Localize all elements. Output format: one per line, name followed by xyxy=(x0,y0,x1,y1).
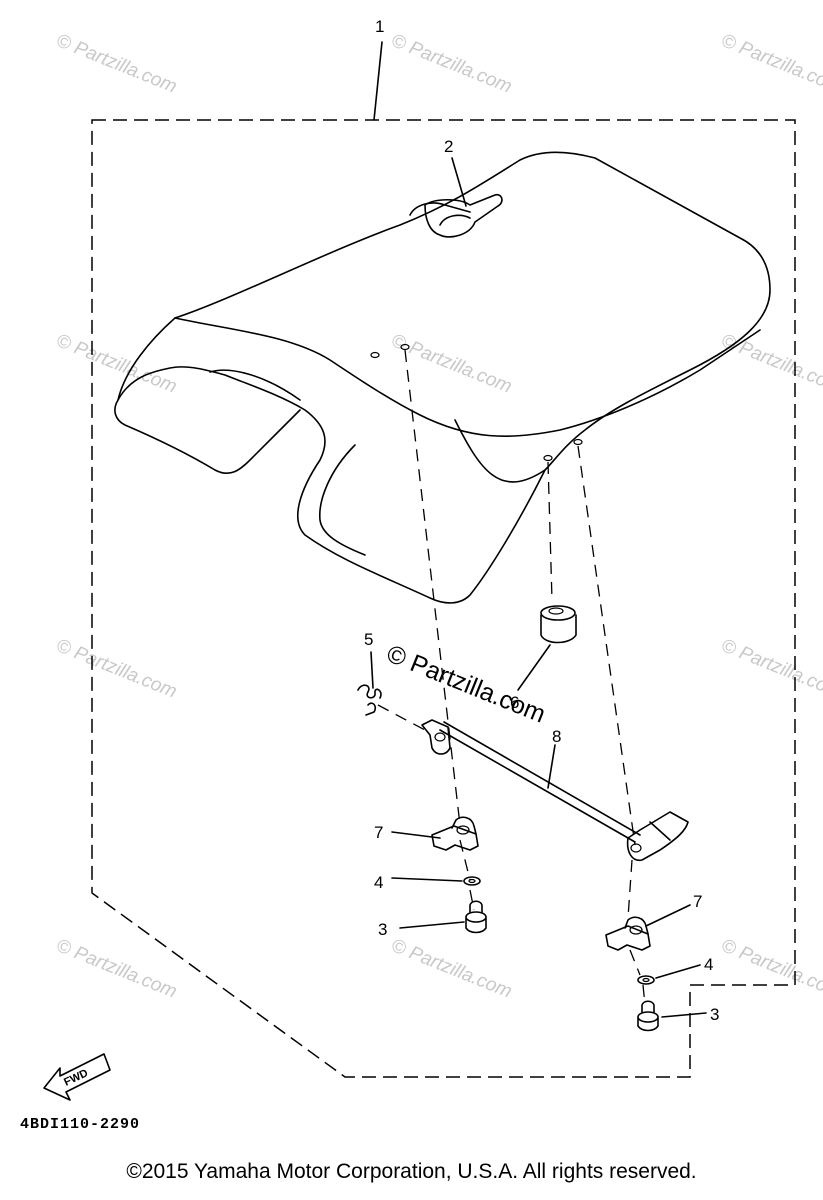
callout-5: 5 xyxy=(364,630,373,649)
fwd-arrow-icon: FWD xyxy=(43,1053,111,1101)
leader-4b xyxy=(655,964,701,979)
assembly-boundary xyxy=(91,119,796,1078)
guide-line xyxy=(547,461,553,601)
callout-8: 8 xyxy=(552,727,561,746)
seat-rod xyxy=(421,719,689,862)
guide-line xyxy=(377,704,426,731)
leader-7a xyxy=(391,831,441,839)
leader-5 xyxy=(370,651,374,689)
leader-3b xyxy=(661,1012,707,1018)
guide-line xyxy=(642,984,646,1006)
watermark: © Partzilla.com xyxy=(53,330,180,397)
callout-3a: 3 xyxy=(378,920,387,939)
watermark: © Partzilla.com xyxy=(388,330,515,397)
watermark-center: © Partzilla.com xyxy=(383,640,550,729)
guide-line xyxy=(459,839,471,881)
watermark: © Partzilla.com xyxy=(718,30,823,97)
leader-6 xyxy=(517,644,551,691)
bolt xyxy=(465,900,487,934)
washer-hole xyxy=(468,878,476,884)
mount-hole xyxy=(400,343,410,351)
diagram-code: 4BDI110-2290 xyxy=(20,1116,140,1133)
callout-4a: 4 xyxy=(374,873,383,892)
watermark: © Partzilla.com xyxy=(388,935,515,1002)
callout-1: 1 xyxy=(375,17,384,36)
mount-hole xyxy=(370,351,380,359)
damper xyxy=(540,605,577,644)
watermark: © Partzilla.com xyxy=(718,330,823,397)
leader-7b xyxy=(645,904,691,927)
watermark: © Partzilla.com xyxy=(53,30,180,97)
leader-3a xyxy=(399,921,465,929)
watermark: © Partzilla.com xyxy=(388,30,515,97)
callout-2: 2 xyxy=(444,137,453,156)
guide-line xyxy=(577,445,636,846)
callout-6: 6 xyxy=(510,693,519,712)
guide-line xyxy=(627,859,633,919)
guide-line xyxy=(629,949,641,976)
callout-7b: 7 xyxy=(693,892,702,911)
washer-hole xyxy=(642,977,650,983)
bolt xyxy=(637,1000,659,1032)
watermark: © Partzilla.com xyxy=(53,935,180,1002)
fwd-label: FWD xyxy=(62,1067,90,1088)
seat xyxy=(114,151,771,604)
mount-hole xyxy=(573,438,583,446)
callout-7a: 7 xyxy=(374,823,383,842)
washer xyxy=(637,975,655,985)
mount-bracket xyxy=(605,916,651,951)
callout-4b: 4 xyxy=(704,955,713,974)
watermark: © Partzilla.com xyxy=(718,635,823,702)
leader-4a xyxy=(391,877,463,882)
leader-2 xyxy=(451,157,467,207)
leader-8 xyxy=(547,744,556,789)
mount-hole xyxy=(543,454,553,462)
watermark: © Partzilla.com xyxy=(53,635,180,702)
leader-1 xyxy=(373,41,383,121)
seat-hook xyxy=(424,193,503,238)
spring xyxy=(357,684,382,716)
watermark: © Partzilla.com xyxy=(718,935,823,1002)
mount-bracket xyxy=(431,816,479,851)
callout-3b: 3 xyxy=(710,1005,719,1024)
washer xyxy=(463,876,481,886)
copyright-notice: ©2015 Yamaha Motor Corporation, U.S.A. A… xyxy=(126,1160,697,1183)
guide-line xyxy=(469,889,475,911)
